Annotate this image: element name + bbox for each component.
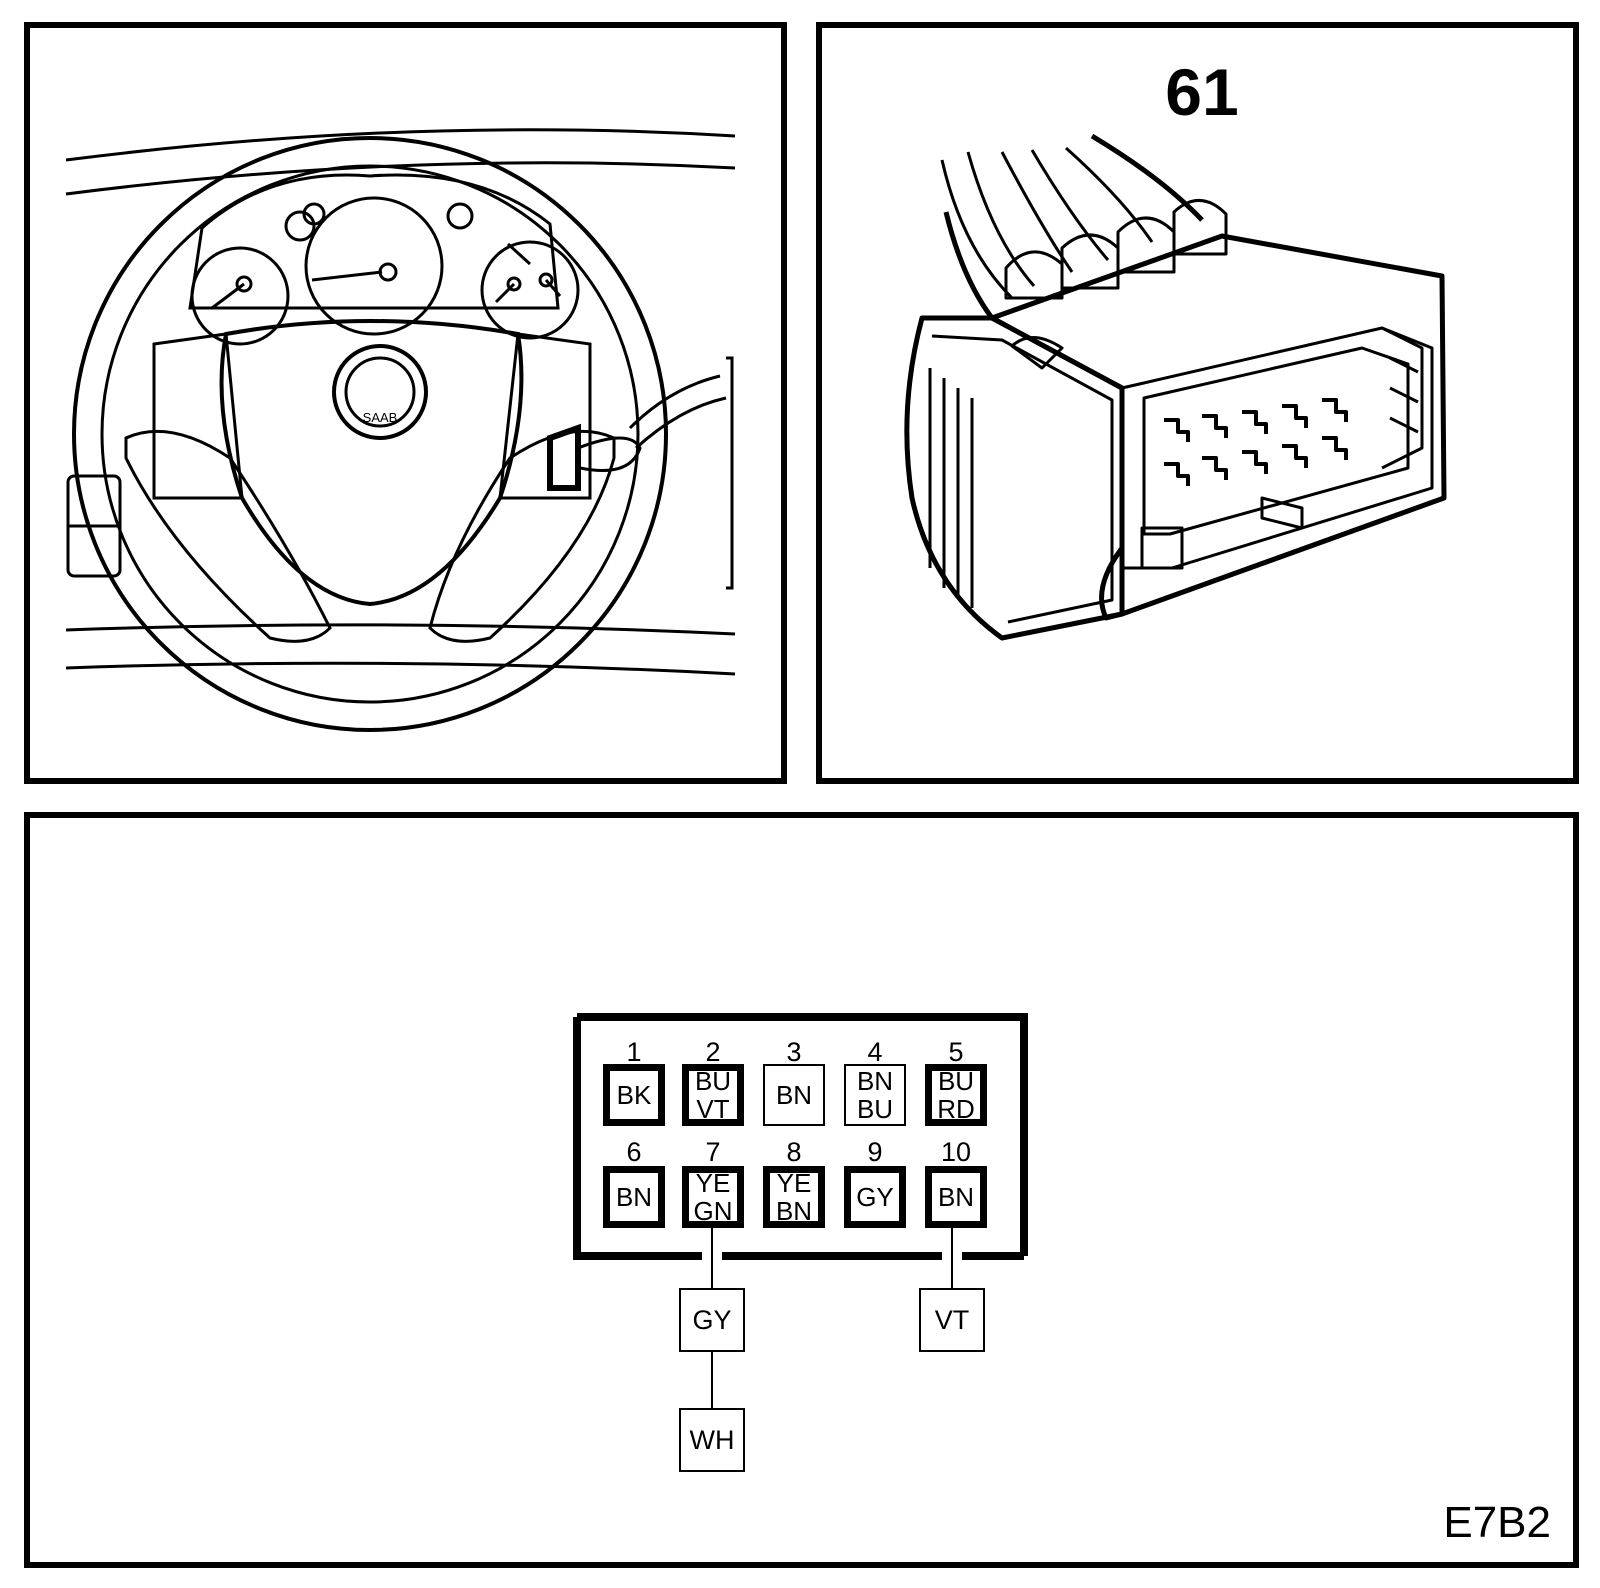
wire-color: YE [695,1168,731,1198]
pin-number: 9 [867,1137,883,1167]
wire-box-pin7-upper: GY [679,1288,745,1352]
svg-text:SAAB: SAAB [363,410,398,425]
pinout-panel: 1 BK 2 BU VT 3 BN 4 BN BU 5 BU RD 6 BN 7… [24,812,1579,1568]
drawing-code: E7B2 [1443,1498,1551,1547]
wire-color: GY [856,1182,894,1212]
pin-number: 5 [948,1037,964,1067]
pin-5-cavity: BU RD [925,1064,987,1126]
wire-color: VT [934,1304,970,1335]
pin-number: 4 [867,1037,883,1067]
wire-color: RD [937,1094,975,1124]
wire-color: BN [856,1066,894,1096]
connector-view-panel: 61 [816,22,1579,784]
wire-color: BK [616,1080,652,1110]
wire-color: YE [776,1168,812,1198]
wire-color: VT [696,1094,730,1124]
connector-illustration [904,133,1447,641]
location-view-panel: SAAB [24,22,787,784]
pin-2-cavity: BU VT [682,1064,744,1126]
wire-color: GY [692,1304,732,1335]
wire-box-pin10: VT [919,1288,985,1352]
wire-color: BN [615,1182,653,1212]
connector-number: 61 [1165,55,1239,129]
wire-color: BU [937,1066,975,1096]
pin-number: 6 [626,1137,642,1167]
wire-color: WH [689,1424,735,1455]
wire-color: GN [693,1196,733,1226]
pin-9-cavity: GY [844,1166,906,1228]
pin-number: 1 [626,1037,642,1067]
pin-1-cavity: BK [603,1064,665,1126]
wire-color: BU [694,1066,732,1096]
wire-color: BN [775,1080,813,1110]
wire-color: BN [937,1182,975,1212]
pin-3-cavity: BN [763,1064,825,1126]
pin-number: 8 [786,1137,802,1167]
pin-number: 7 [705,1137,721,1167]
pin-4-cavity: BN BU [844,1064,906,1126]
wire-color: BU [856,1094,894,1124]
pinout-lines [573,1013,1028,1408]
wire-color: BN [775,1196,813,1226]
pin-number: 3 [786,1037,802,1067]
pin-6-cavity: BN [603,1166,665,1228]
steering-wheel-illustration: SAAB [65,128,736,732]
wire-box-pin7-lower: WH [679,1408,745,1472]
pin-10-cavity: BN [925,1166,987,1228]
pin-number: 10 [940,1137,972,1167]
pin-number: 2 [705,1037,721,1067]
pin-7-cavity: YE GN [682,1166,744,1228]
pin-8-cavity: YE BN [763,1166,825,1228]
